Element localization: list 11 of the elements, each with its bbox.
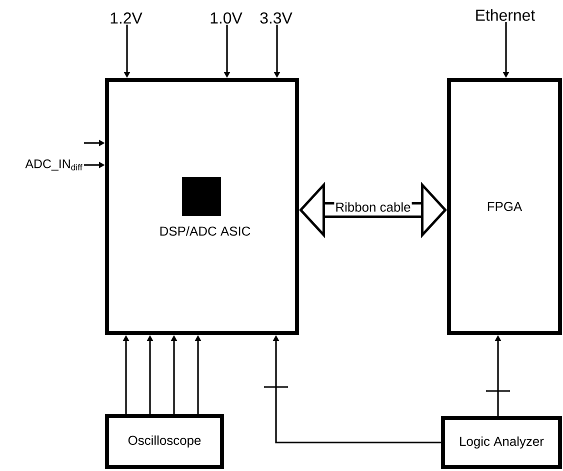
oscilloscope-box: Oscilloscope: [105, 414, 224, 469]
voltage-label: 1.2V: [110, 12, 142, 24]
fpga-box: FPGA: [447, 78, 562, 335]
arrow: [299, 182, 447, 238]
asic-box: DSP/ADC ASIC: [105, 78, 299, 335]
edge-label: Ribbon cable: [334, 201, 412, 213]
network-label: Ethernet: [476, 9, 535, 21]
signal-label: ADC_IN$_{diff}$: [25, 159, 82, 171]
voltage-label: 3.3V: [260, 12, 292, 24]
voltage-label: 1.0V: [210, 12, 242, 24]
logic-analyzer-box: Logic Analyzer: [441, 416, 562, 469]
